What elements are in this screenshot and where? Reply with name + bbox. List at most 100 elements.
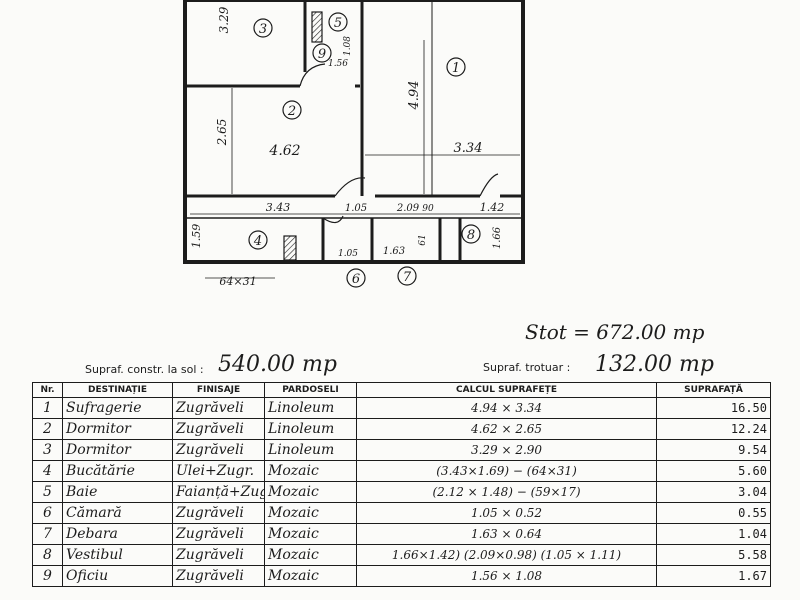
calculation-cell: 1.66×1.42) (2.09×0.98) (1.05 × 1.11) xyxy=(356,544,657,566)
dimension-label: 3.43 xyxy=(266,201,291,214)
sidewalk-area-value: 132.00 mp xyxy=(595,352,714,377)
room-number: 7 xyxy=(403,270,412,285)
calculation-cell: 1.63 × 0.64 xyxy=(356,523,657,545)
room-number-cell: 4 xyxy=(32,460,63,482)
dimension-label: 1.66 xyxy=(492,226,503,249)
flooring-cell: Mozaic xyxy=(264,481,357,503)
calculation-cell: 3.29 × 2.90 xyxy=(356,439,657,461)
finish-cell: Zugrăveli xyxy=(172,418,265,440)
finish-cell: Zugrăveli xyxy=(172,544,265,566)
dimension-label: 90 xyxy=(422,204,434,214)
column-header: CALCUL SUPRAFEȚE xyxy=(356,382,657,398)
destination-cell: Debara xyxy=(62,523,173,545)
dimension-label: 3.34 xyxy=(454,141,483,156)
finish-cell: Faianță+Zugr. xyxy=(172,481,265,503)
door-swing xyxy=(322,215,344,224)
area-cell: 16.50 xyxy=(656,397,771,419)
destination-cell: Sufragerie xyxy=(62,397,173,419)
total-area: Stot = 672.00 mp xyxy=(525,320,705,344)
room-number: 3 xyxy=(259,22,267,37)
dimension-label: 1.05 xyxy=(338,249,358,259)
calculation-cell: 1.56 × 1.08 xyxy=(356,565,657,587)
room-marker xyxy=(461,224,481,244)
dimension-label: 1.42 xyxy=(480,201,505,214)
dimension-label: 3.29 xyxy=(217,6,231,33)
flooring-cell: Mozaic xyxy=(264,460,357,482)
room-marker xyxy=(253,18,273,38)
room-number: 4 xyxy=(253,234,262,249)
finish-cell: Zugrăveli xyxy=(172,502,265,524)
dimension-label: 2.09 xyxy=(396,203,420,214)
room-number: 6 xyxy=(352,272,360,287)
finish-cell: Zugrăveli xyxy=(172,397,265,419)
room-marker xyxy=(282,100,302,120)
floor-plan: 1 2 3 4 5 6 7 8 9 3.29 4.94 2.65 4.62 3.… xyxy=(183,0,525,288)
ground-area-label: Supraf. constr. la sol : xyxy=(85,363,204,376)
calculation-cell: 4.62 × 2.65 xyxy=(356,418,657,440)
room-marker xyxy=(446,57,466,77)
door-swing xyxy=(334,177,366,197)
area-cell: 1.67 xyxy=(656,565,771,587)
column-header: Nr. xyxy=(32,382,63,398)
finish-cell: Ulei+Zugr. xyxy=(172,460,265,482)
destination-cell: Bucătărie xyxy=(62,460,173,482)
flooring-cell: Linoleum xyxy=(264,418,357,440)
finish-cell: Zugrăveli xyxy=(172,439,265,461)
sidewalk-area-label: Supraf. trotuar : xyxy=(483,361,571,374)
finish-cell: Zugrăveli xyxy=(172,565,265,587)
dimension-label: 1.59 xyxy=(190,224,203,249)
hatched-block xyxy=(311,11,323,43)
area-cell: 1.04 xyxy=(656,523,771,545)
room-number-cell: 9 xyxy=(32,565,63,587)
dimension-label: 64×31 xyxy=(219,275,256,288)
dimension-label: 1.56 xyxy=(328,59,348,69)
room-marker xyxy=(346,268,366,288)
flooring-cell: Mozaic xyxy=(264,523,357,545)
column-header: PARDOSELI xyxy=(264,382,357,398)
table-header-row: Nr. DESTINAȚIE FINISAJE PARDOSELI CALCUL… xyxy=(32,382,771,398)
destination-cell: Dormitor xyxy=(62,439,173,461)
area-cell: 12.24 xyxy=(656,418,771,440)
outer-wall xyxy=(183,0,525,264)
dimension-label: 61 xyxy=(418,234,428,245)
calculation-cell: (3.43×1.69) − (64×31) xyxy=(356,460,657,482)
room-number: 1 xyxy=(452,61,460,76)
destination-cell: Cămară xyxy=(62,502,173,524)
room-marker xyxy=(328,12,348,32)
calculation-cell: (2.12 × 1.48) − (59×17) xyxy=(356,481,657,503)
door-swing xyxy=(299,63,326,87)
calculation-cell: 1.05 × 0.52 xyxy=(356,502,657,524)
column-header: DESTINAȚIE xyxy=(62,382,173,398)
finish-cell: Zugrăveli xyxy=(172,523,265,545)
dimension-label: 1.08 xyxy=(343,36,353,56)
dimension-label: 4.94 xyxy=(407,81,422,111)
room-number-cell: 3 xyxy=(32,439,63,461)
rooms-table: Nr. DESTINAȚIE FINISAJE PARDOSELI CALCUL… xyxy=(32,382,771,587)
destination-cell: Oficiu xyxy=(62,565,173,587)
dimension-label: 2.65 xyxy=(215,119,229,147)
ground-area-value: 540.00 mp xyxy=(218,352,337,377)
calculation-cell: 4.94 × 3.34 xyxy=(356,397,657,419)
flooring-cell: Mozaic xyxy=(264,544,357,566)
room-number: 5 xyxy=(334,16,342,31)
dimension-label: 1.05 xyxy=(345,203,367,214)
area-cell: 5.58 xyxy=(656,544,771,566)
column-header: SUPRAFAȚĂ xyxy=(656,382,771,398)
door-swing xyxy=(479,173,499,197)
room-number-cell: 7 xyxy=(32,523,63,545)
destination-cell: Dormitor xyxy=(62,418,173,440)
area-cell: 3.04 xyxy=(656,481,771,503)
flooring-cell: Linoleum xyxy=(264,397,357,419)
room-number-cell: 2 xyxy=(32,418,63,440)
area-cell: 0.55 xyxy=(656,502,771,524)
room-number: 8 xyxy=(467,228,475,243)
room-number-cell: 5 xyxy=(32,481,63,503)
destination-cell: Vestibul xyxy=(62,544,173,566)
room-number: 2 xyxy=(287,104,296,119)
